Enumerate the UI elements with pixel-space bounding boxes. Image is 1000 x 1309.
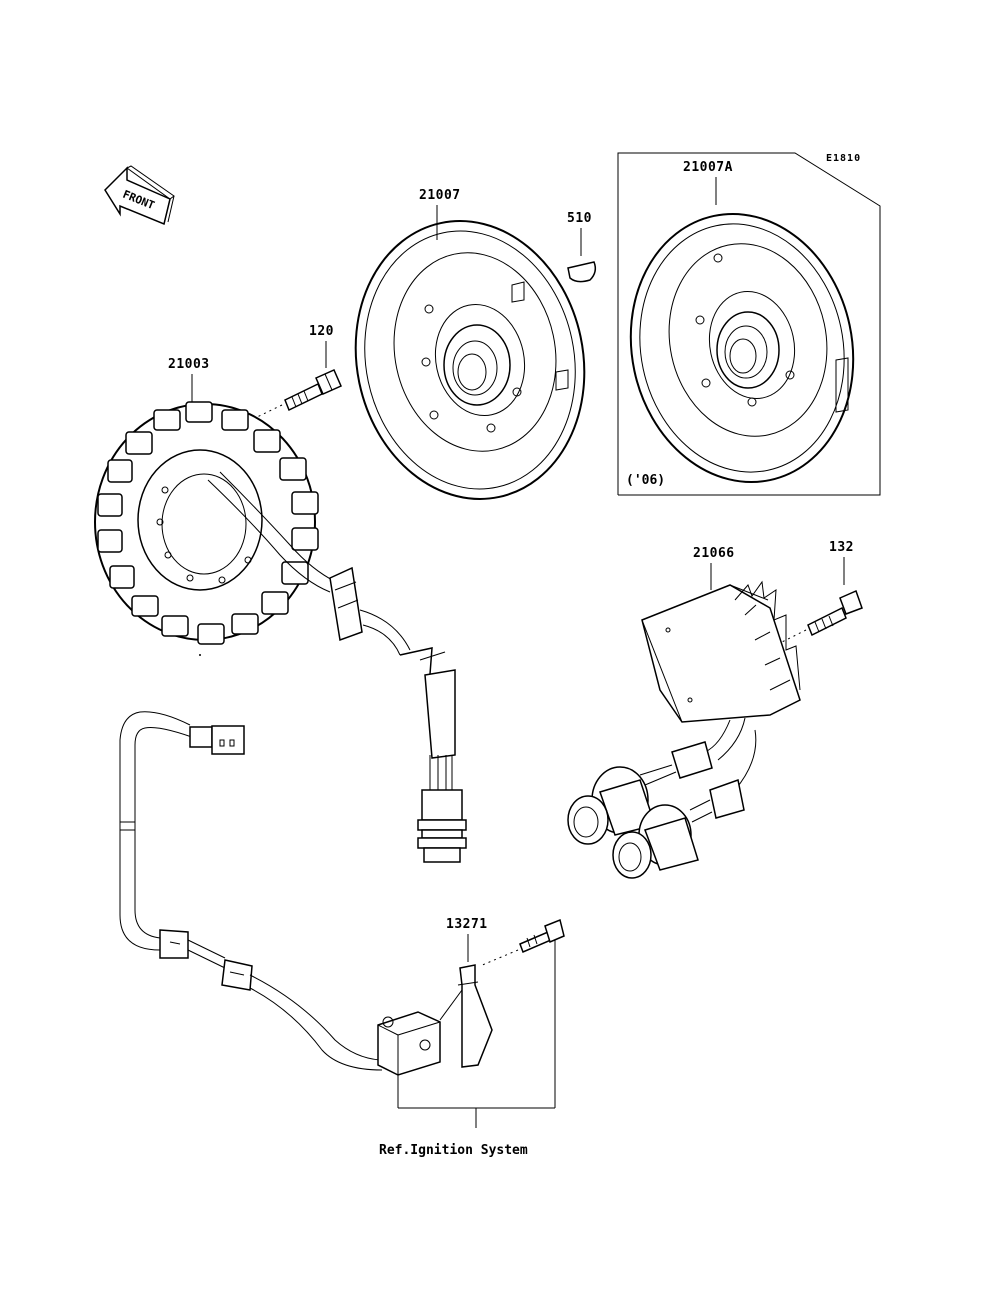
variant-note: ('06) xyxy=(626,473,665,488)
callout-510: 510 xyxy=(567,211,592,226)
bolt-132 xyxy=(781,589,863,643)
callout-21007A: 21007A xyxy=(683,160,733,175)
front-arrow-icon: FRONT xyxy=(104,165,175,226)
flywheel-21007 xyxy=(354,220,586,500)
callout-21003: 21003 xyxy=(168,357,210,372)
variant-box xyxy=(617,152,881,496)
reference-bracket xyxy=(397,940,556,1128)
callout-120: 120 xyxy=(309,324,334,339)
callout-13271: 13271 xyxy=(446,917,488,932)
regulator-21066 xyxy=(641,580,801,723)
pickup-harness xyxy=(119,711,383,1071)
stator-harness xyxy=(207,471,467,863)
callout-132: 132 xyxy=(829,540,854,555)
regulator-connectors xyxy=(567,717,757,879)
bracket-13271 xyxy=(439,964,493,1068)
diagram-code: E1810 xyxy=(826,153,861,164)
stator-21003 xyxy=(94,401,319,645)
callout-21066: 21066 xyxy=(693,546,735,561)
woodruff-key-510 xyxy=(567,261,597,283)
callout-21007: 21007 xyxy=(419,188,461,203)
pickup-bolt xyxy=(479,918,565,967)
reference-label: Ref.Ignition System xyxy=(379,1143,528,1158)
pickup-coil xyxy=(377,1011,441,1076)
bolt-120 xyxy=(254,369,342,419)
flywheel-21007A xyxy=(629,212,855,484)
